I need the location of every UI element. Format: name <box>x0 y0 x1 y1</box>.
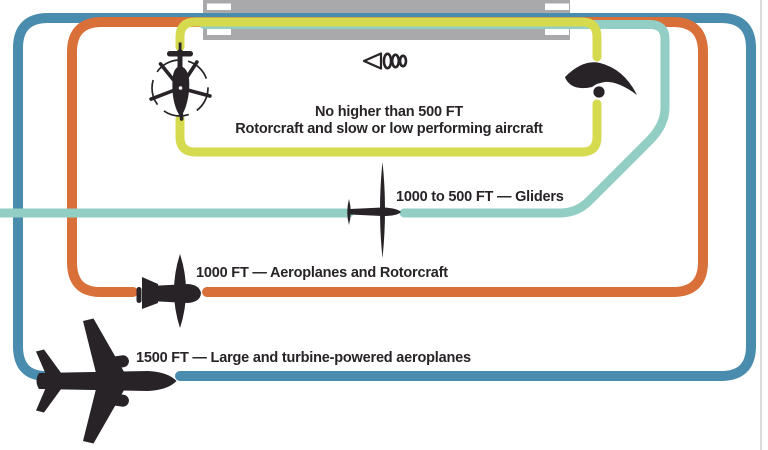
hang-glider-icon <box>565 62 637 98</box>
pattern-box-label-line1: No higher than 500 FT <box>314 104 464 120</box>
pattern-box-label: No higher than 500 FT Rotorcraft and slo… <box>208 104 570 137</box>
page-edge-line <box>760 0 762 450</box>
helicopter-icon <box>149 42 212 121</box>
glider-path-line <box>0 20 670 218</box>
jet-aeroplane-icon <box>36 318 177 444</box>
aeroplanes-altitude-label: 1000 FT — Aeroplanes and Rotorcraft <box>196 265 448 281</box>
windsock-icon <box>362 52 408 70</box>
pattern-box-label-line2: Rotorcraft and slow or low performing ai… <box>235 120 543 137</box>
gliders-altitude-label: 1000 to 500 FT — Gliders <box>396 189 564 205</box>
large-aeroplanes-altitude-label: 1500 FT — Large and turbine-powered aero… <box>136 350 471 366</box>
circuit-line-1500ft <box>13 13 756 381</box>
circuit-line-500ft <box>175 17 602 157</box>
glider-icon <box>347 162 401 258</box>
light-aeroplane-icon <box>136 254 201 328</box>
